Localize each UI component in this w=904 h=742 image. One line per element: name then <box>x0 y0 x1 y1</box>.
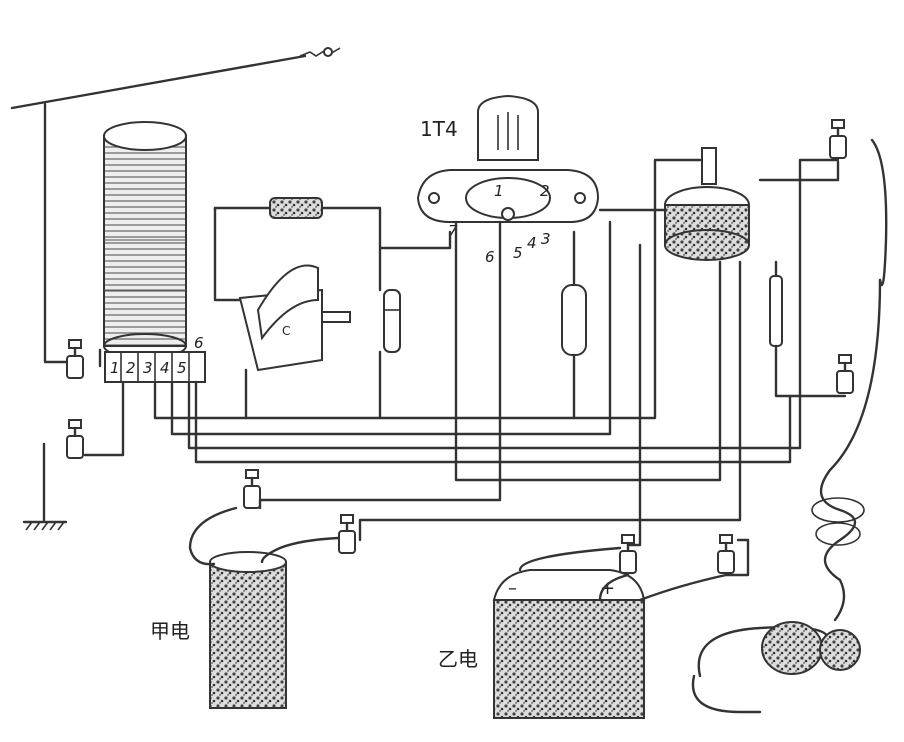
coil-tap-2: 2 <box>126 359 136 377</box>
bypass-capacitor <box>561 284 587 356</box>
terminal-antenna <box>66 339 84 379</box>
terminal-b-plus <box>717 534 735 574</box>
tube-pin-4: 4 <box>527 234 537 252</box>
small-resistor-right <box>769 275 783 347</box>
coil-tap-3: 3 <box>143 359 153 377</box>
tube-pin-labels: 1 2 3 4 5 6 7 <box>448 182 551 266</box>
battery-a-label: 甲电 <box>150 619 190 643</box>
antenna <box>10 47 341 364</box>
tube-pin-5: 5 <box>513 244 523 262</box>
coil-tap-labels: 1 2 3 4 5 6 <box>110 334 204 377</box>
terminal-a-left <box>243 469 261 509</box>
battery-b: – + 乙电 <box>438 569 646 719</box>
tube-label: 1T4 <box>420 117 458 141</box>
battery-b-label: 乙电 <box>438 647 478 671</box>
wiring <box>83 158 847 602</box>
coil-tap-5: 5 <box>177 359 187 377</box>
coil-tap-6: 6 <box>194 334 204 352</box>
tube-socket <box>416 169 600 223</box>
fixed-capacitor-top <box>269 197 323 219</box>
battery-b-minus: – <box>508 578 517 599</box>
tube-pin-7: 7 <box>448 222 458 240</box>
terminal-a-right <box>338 514 356 554</box>
ground-symbol <box>22 442 68 531</box>
tube-pin-3: 3 <box>541 230 551 248</box>
tube-pin-2: 2 <box>540 182 550 200</box>
tube-pin-1: 1 <box>494 182 504 200</box>
terminal-ground <box>66 419 84 459</box>
battery-b-plus: + <box>600 578 615 599</box>
headphones <box>691 138 888 714</box>
terminal-b-minus <box>619 534 637 574</box>
terminal-phones-mid <box>836 354 854 394</box>
tickler-coil <box>664 147 750 261</box>
variable-capacitor: C <box>238 264 351 372</box>
battery-a: 甲电 <box>150 551 287 709</box>
tube-pin-6: 6 <box>485 248 495 266</box>
svg-text:C: C <box>282 324 290 338</box>
coil-form <box>103 121 187 359</box>
coil-tap-1: 1 <box>110 359 120 377</box>
coil-tap-4: 4 <box>160 359 170 377</box>
vacuum-tube: 1T4 <box>420 94 539 161</box>
grid-leak-resistor <box>383 289 401 353</box>
terminal-phones-top <box>829 119 847 159</box>
coil-tap-strip <box>104 351 206 383</box>
